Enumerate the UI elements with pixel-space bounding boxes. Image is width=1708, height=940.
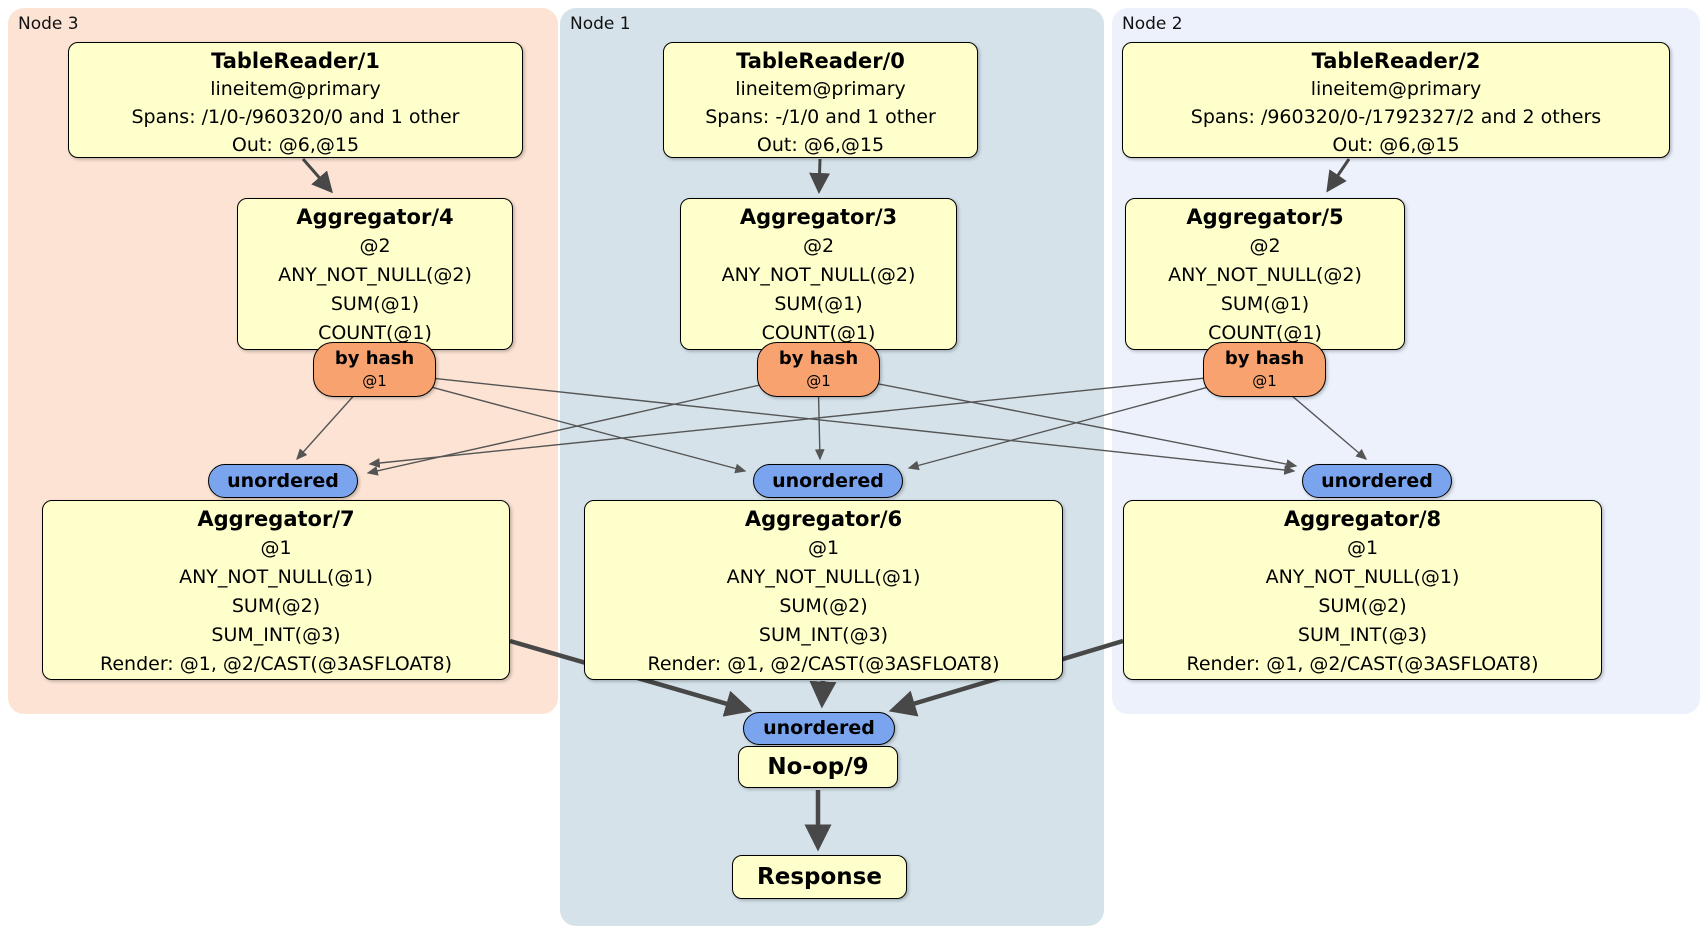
router-by-hash-node3-label: by hash [334,348,415,369]
box-aggregator-8-title: Aggregator/8 [1283,507,1442,531]
box-aggregator-8-group: @1 [1346,537,1379,559]
box-aggregator-8-fn1: ANY_NOT_NULL(@1) [1265,566,1460,588]
box-aggregator-7-fn2: SUM(@2) [231,595,321,617]
box-aggregator-7-fn3: SUM_INT(@3) [211,624,341,646]
box-aggregator-7-group: @1 [260,537,292,559]
box-aggregator-7-render: Render: @1, @2/CAST(@3ASFLOAT8) [100,653,452,675]
box-tablereader-0: TableReader/0 lineitem@primary Spans: -/… [663,42,978,158]
box-aggregator-3-fn1: ANY_NOT_NULL(@2) [721,264,916,286]
box-tablereader-0-spans: Spans: -/1/0 and 1 other [705,106,936,128]
router-by-hash-node1-key: @1 [806,372,831,390]
sync-unordered-node2: unordered [1302,464,1452,498]
box-tablereader-0-title: TableReader/0 [736,49,905,73]
box-noop-9-title: No-op/9 [767,754,869,780]
box-tablereader-0-out: Out: @6,@15 [756,134,885,156]
box-tablereader-1-index: lineitem@primary [210,78,381,100]
box-aggregator-6-group: @1 [807,537,840,559]
router-by-hash-node2-label: by hash [1224,348,1305,369]
region-node2-label: Node 2 [1122,14,1183,34]
box-aggregator-6: Aggregator/6 @1 ANY_NOT_NULL(@1) SUM(@2)… [584,500,1063,680]
sync-unordered-final: unordered [743,712,895,745]
box-aggregator-4-title: Aggregator/4 [296,205,454,229]
box-tablereader-2-title: TableReader/2 [1311,49,1481,73]
box-aggregator-6-fn1: ANY_NOT_NULL(@1) [726,566,921,588]
box-aggregator-5-fn1: ANY_NOT_NULL(@2) [1168,264,1362,286]
box-aggregator-3: Aggregator/3 @2 ANY_NOT_NULL(@2) SUM(@1)… [680,198,957,350]
box-aggregator-6-fn2: SUM(@2) [779,595,868,617]
box-response-title: Response [757,864,882,890]
box-aggregator-8-render: Render: @1, @2/CAST(@3ASFLOAT8) [1186,653,1539,675]
box-tablereader-1-title: TableReader/1 [211,49,380,73]
box-aggregator-4-fn2: SUM(@1) [330,293,420,315]
box-aggregator-4-group: @2 [359,235,391,257]
box-aggregator-8: Aggregator/8 @1 ANY_NOT_NULL(@1) SUM(@2)… [1123,500,1602,680]
box-aggregator-4-fn3: COUNT(@1) [318,322,432,344]
box-aggregator-8-fn3: SUM_INT(@3) [1297,624,1428,646]
box-response: Response [732,855,907,899]
box-tablereader-2: TableReader/2 lineitem@primary Spans: /9… [1122,42,1670,158]
box-aggregator-3-group: @2 [802,235,835,257]
box-aggregator-3-fn3: COUNT(@1) [761,322,876,344]
box-aggregator-3-fn2: SUM(@1) [774,293,863,315]
router-by-hash-node2: by hash @1 [1203,342,1326,397]
box-tablereader-1: TableReader/1 lineitem@primary Spans: /1… [68,42,523,158]
router-by-hash-node2-key: @1 [1252,372,1277,390]
box-tablereader-1-spans: Spans: /1/0-/960320/0 and 1 other [131,106,460,128]
sync-unordered-node3: unordered [208,464,358,498]
region-node1-label: Node 1 [570,14,631,34]
region-node3-label: Node 3 [18,14,79,34]
box-aggregator-8-fn2: SUM(@2) [1318,595,1407,617]
router-by-hash-node3: by hash @1 [313,342,436,397]
box-noop-9: No-op/9 [738,746,898,788]
box-aggregator-5-title: Aggregator/5 [1186,205,1344,229]
box-aggregator-6-title: Aggregator/6 [744,507,903,531]
box-aggregator-7: Aggregator/7 @1 ANY_NOT_NULL(@1) SUM(@2)… [42,500,510,680]
box-aggregator-5-fn3: COUNT(@1) [1208,322,1322,344]
box-aggregator-7-fn1: ANY_NOT_NULL(@1) [179,566,373,588]
router-by-hash-node3-key: @1 [362,372,387,390]
box-aggregator-6-fn3: SUM_INT(@3) [758,624,889,646]
box-aggregator-3-title: Aggregator/3 [739,205,898,229]
box-aggregator-5-group: @2 [1249,235,1281,257]
box-aggregator-5: Aggregator/5 @2 ANY_NOT_NULL(@2) SUM(@1)… [1125,198,1405,350]
box-tablereader-0-index: lineitem@primary [735,78,906,100]
sync-unordered-node1: unordered [753,464,903,498]
box-tablereader-2-spans: Spans: /960320/0-/1792327/2 and 2 others [1190,106,1602,128]
box-aggregator-7-title: Aggregator/7 [197,507,355,531]
box-tablereader-1-out: Out: @6,@15 [231,134,360,156]
router-by-hash-node1: by hash @1 [757,342,880,397]
box-aggregator-4: Aggregator/4 @2 ANY_NOT_NULL(@2) SUM(@1)… [237,198,513,350]
box-aggregator-5-fn2: SUM(@1) [1220,293,1310,315]
box-aggregator-4-fn1: ANY_NOT_NULL(@2) [278,264,472,286]
box-tablereader-2-out: Out: @6,@15 [1332,134,1460,156]
router-by-hash-node1-label: by hash [778,348,859,369]
box-aggregator-6-render: Render: @1, @2/CAST(@3ASFLOAT8) [647,653,1000,675]
box-tablereader-2-index: lineitem@primary [1310,78,1482,100]
